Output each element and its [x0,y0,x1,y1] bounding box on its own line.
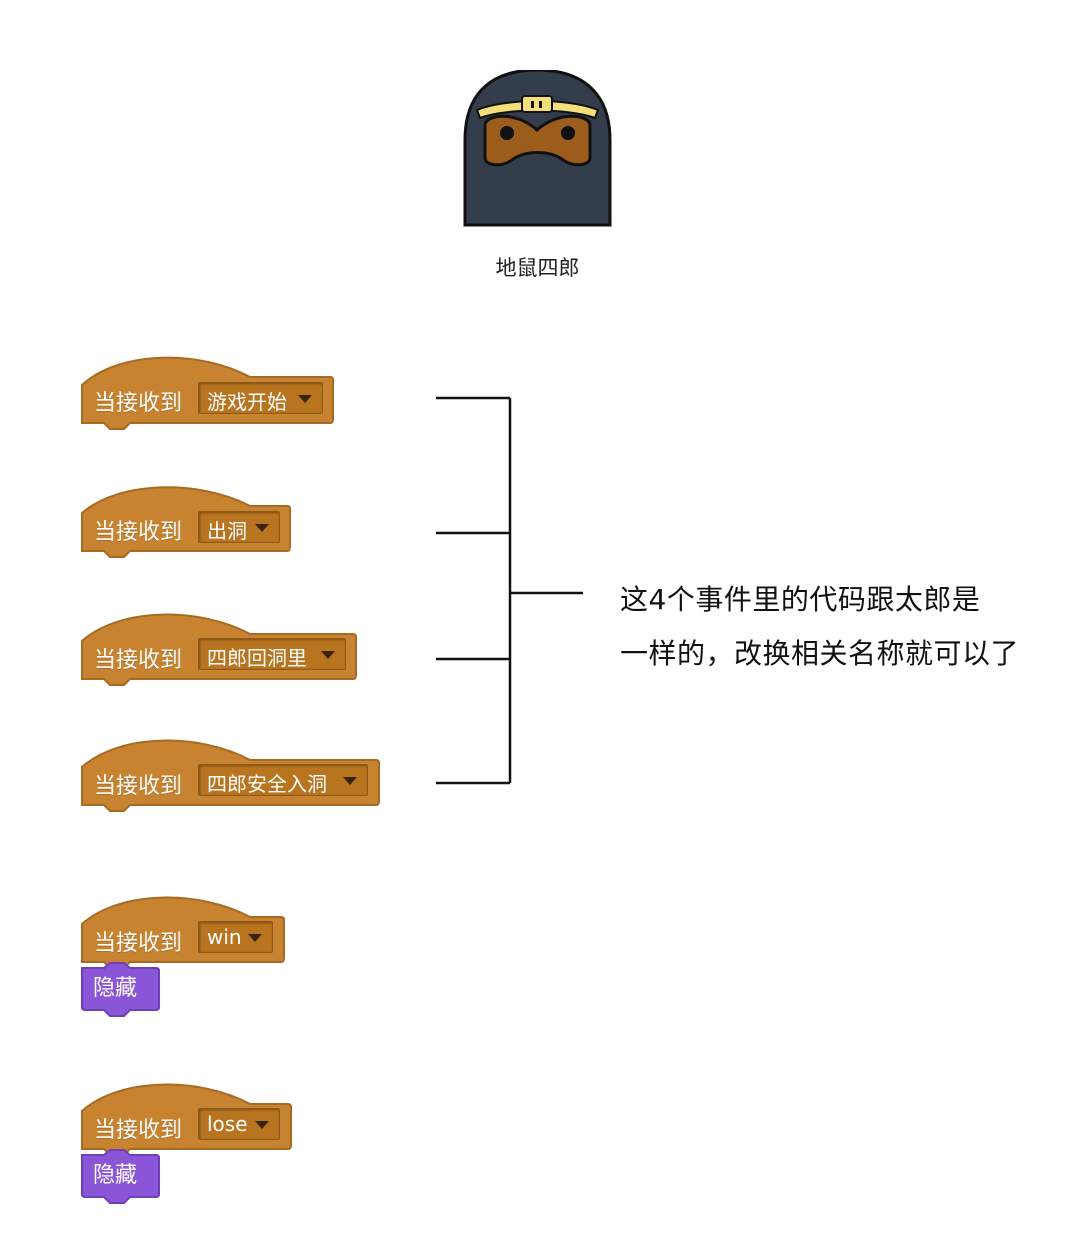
mole-ninja-icon [463,70,612,227]
note-line-2: 一样的，改换相关名称就可以了 [620,637,1020,670]
dropdown-value: win [207,925,242,949]
when-receive-block-out-of-hole[interactable]: 当接收到 出洞 [80,485,292,560]
hide-block[interactable]: 隐藏 [80,1149,164,1205]
block-label: 当接收到 [94,391,183,416]
dropdown-arrow-icon [248,934,262,942]
message-dropdown[interactable]: 游戏开始 [198,382,323,414]
message-dropdown[interactable]: 四郎安全入洞 [198,764,368,796]
hide-block-label: 隐藏 [93,1163,138,1188]
message-dropdown[interactable]: lose [198,1108,280,1140]
hide-block-label: 隐藏 [93,976,138,1001]
block-label: 当接收到 [94,1118,183,1143]
dropdown-value: 四郎回洞里 [207,646,307,670]
block-label: 当接收到 [94,648,183,673]
character-name: 地鼠四郎 [495,256,580,280]
when-receive-block-win[interactable]: 当接收到 win [80,895,290,970]
dropdown-value: lose [207,1112,248,1136]
message-dropdown[interactable]: 出洞 [198,511,280,543]
message-dropdown[interactable]: 四郎回洞里 [198,638,346,670]
when-receive-block-lose[interactable]: 当接收到 lose [80,1082,295,1157]
when-receive-block-safe-in-hole[interactable]: 当接收到 四郎安全入洞 [80,738,382,813]
dropdown-arrow-icon [255,524,269,532]
dropdown-value: 游戏开始 [207,390,287,414]
hide-block[interactable]: 隐藏 [80,962,164,1018]
dropdown-arrow-icon [321,651,335,659]
dropdown-arrow-icon [298,395,312,403]
block-label: 当接收到 [94,931,183,956]
dropdown-arrow-icon [255,1121,269,1129]
block-label: 当接收到 [94,774,183,799]
stack-block-shape [81,962,160,1017]
when-receive-block-game-start[interactable]: 当接收到 游戏开始 [80,355,335,430]
message-dropdown[interactable]: win [198,921,273,953]
block-label: 当接收到 [94,520,183,545]
dropdown-value: 四郎安全入洞 [207,772,327,796]
note-line-1: 这4个事件里的代码跟太郎是 [620,583,981,616]
when-receive-block-back-in-hole[interactable]: 当接收到 四郎回洞里 [80,612,360,687]
stack-block-shape [81,1149,160,1204]
dropdown-arrow-icon [343,777,357,785]
dropdown-value: 出洞 [207,519,247,543]
